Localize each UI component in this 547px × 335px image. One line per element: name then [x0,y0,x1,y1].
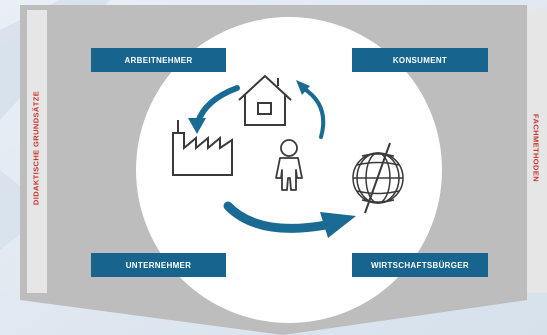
arrow-house-to-factory [188,85,240,134]
side-label-didaktische-grundsaetze: DIDAKTISCHE GRUNDSÄTZE [31,90,41,206]
globe-icon [352,142,404,214]
arrow-house-to-person [296,80,326,139]
right-strip [527,10,547,293]
tag-unternehmer: UNTERNEHMER [91,253,226,277]
person-icon [275,139,303,191]
tag-arbeitnehmer: ARBEITNEHMER [91,48,226,72]
house-icon [238,74,292,126]
center-circle [136,17,442,323]
tag-wirtschaftsbuerger: WIRTSCHAFTSBÜRGER [352,253,488,277]
side-label-fachmethoden: FACHMETHODEN [531,113,541,183]
tag-konsument: KONSUMENT [352,48,488,72]
factory-icon [172,120,233,176]
left-strip [27,10,47,293]
arrow-factory-to-globe [223,201,356,238]
